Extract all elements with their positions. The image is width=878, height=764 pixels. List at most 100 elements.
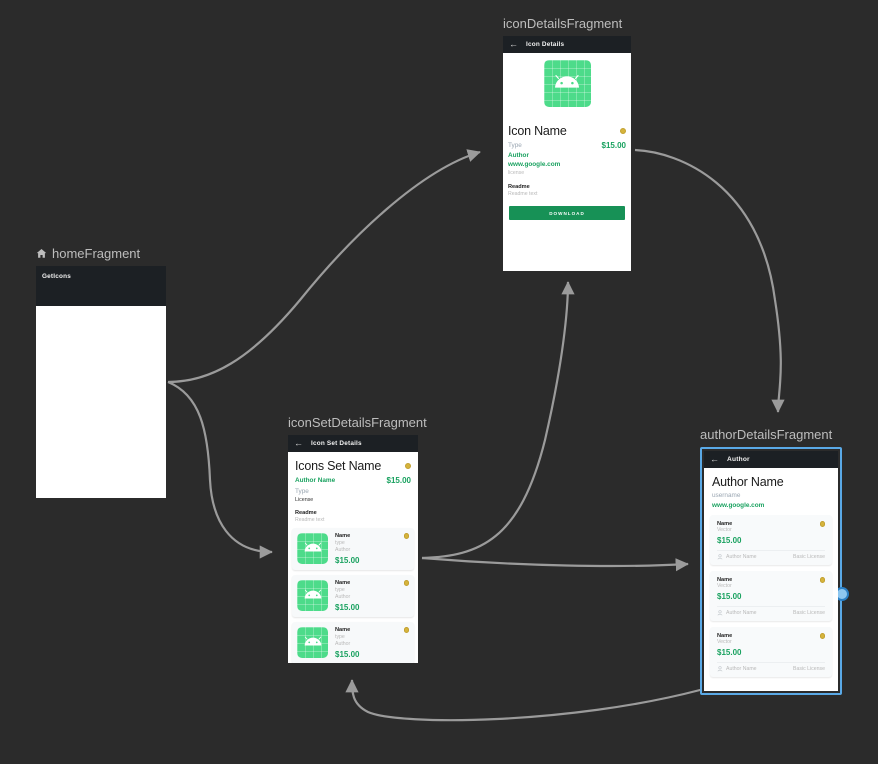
list-item-type: Vector <box>717 527 732 533</box>
iconSetDetailsFragment-screen[interactable]: ← Icon Set Details Icons Set Name Author… <box>288 435 418 663</box>
list-item-meta: Name type Author $15.00 <box>335 627 409 659</box>
list-item-meta: Name type Author $15.00 <box>335 533 409 565</box>
home-content-empty <box>36 306 166 498</box>
icon-details-toolbar: ← Icon Details <box>503 36 631 53</box>
icon-set-toolbar: ← Icon Set Details <box>288 435 418 452</box>
icon-set-toolbar-title: Icon Set Details <box>311 440 362 447</box>
list-item[interactable]: Name Vector $15.00 Author Name Basic Lic… <box>710 627 832 677</box>
node-iconSetDetailsFragment[interactable]: iconSetDetailsFragment ← Icon Set Detail… <box>288 415 427 663</box>
download-button[interactable]: DOWNLOAD <box>509 206 625 220</box>
author-title: Author Name <box>712 475 784 489</box>
list-item[interactable]: Name Vector $15.00 Author Name Basic Lic… <box>710 571 832 621</box>
node-homeFragment[interactable]: homeFragment GetIcons <box>36 246 166 498</box>
homeFragment-label: homeFragment <box>36 246 166 261</box>
arrow-iconSetDetails-to-authorDetails <box>421 556 689 572</box>
list-item-price: $15.00 <box>717 592 742 601</box>
authorDetailsFragment-screen[interactable]: ← Author Author Name username www.google… <box>704 451 838 691</box>
homeFragment-label-text: homeFragment <box>52 246 141 261</box>
selected-node-outline[interactable]: ← Author Author Name username www.google… <box>700 447 849 695</box>
iconSetDetailsFragment-label: iconSetDetailsFragment <box>288 415 427 430</box>
back-arrow-icon[interactable]: ← <box>710 454 719 464</box>
android-icon <box>297 580 328 611</box>
list-item-type: type <box>335 540 345 546</box>
icon-set-header: Icons Set Name Author Name $15.00 Type L… <box>288 452 418 523</box>
home-icon <box>36 248 47 259</box>
icon-type: Type <box>508 142 522 149</box>
list-item[interactable]: Name type Author $15.00 <box>292 575 414 617</box>
icon-set-license: License <box>295 497 314 503</box>
list-item-author: Author <box>335 641 351 647</box>
list-item-top: Name <box>335 627 409 633</box>
icon-set-readme-text: Readme text <box>295 517 325 523</box>
icon-title-row: Icon Name <box>508 124 626 138</box>
iconDetailsFragment-label: iconDetailsFragment <box>503 16 631 31</box>
list-item-type: type <box>335 634 345 640</box>
list-item-author: Author Name <box>726 666 757 672</box>
list-item-footer: Author Name Basic License <box>717 550 825 560</box>
node-iconDetailsFragment[interactable]: iconDetailsFragment ← Icon Details <box>503 16 631 271</box>
arrow-iconDetails-to-authorDetails <box>634 148 785 413</box>
icon-preview-wrap <box>503 53 631 116</box>
icon-price: $15.00 <box>601 141 626 150</box>
icon-author[interactable]: Author <box>508 152 529 159</box>
person-icon <box>717 666 723 672</box>
node-authorDetailsFragment[interactable]: authorDetailsFragment ← Author Author Na… <box>700 427 849 695</box>
list-item-type: Vector <box>717 583 732 589</box>
list-item-top: Name <box>717 633 825 639</box>
list-item-price: $15.00 <box>717 536 742 545</box>
list-item[interactable]: Name Vector $15.00 Author Name Basic Lic… <box>710 515 832 565</box>
premium-badge-icon <box>403 533 409 539</box>
list-item-license: Basic License <box>792 666 825 672</box>
icon-website-link[interactable]: www.google.com <box>508 161 561 168</box>
back-arrow-icon[interactable]: ← <box>509 39 518 49</box>
list-item-type: Vector <box>717 639 732 645</box>
icon-set-readme-heading: Readme <box>295 510 317 516</box>
icon-set-author[interactable]: Author Name <box>295 477 336 484</box>
premium-badge-icon <box>405 463 411 469</box>
author-item-list[interactable]: Name Vector $15.00 Author Name Basic Lic… <box>704 515 838 677</box>
premium-badge-icon <box>819 577 825 583</box>
icon-readme-text: Readme text <box>508 191 538 197</box>
list-item-price: $15.00 <box>335 650 360 659</box>
list-item[interactable]: Name type Author $15.00 <box>292 528 414 570</box>
list-item-footer: Author Name Basic License <box>717 662 825 672</box>
author-toolbar-title: Author <box>727 456 750 463</box>
list-item-meta: Name type Author $15.00 <box>335 580 409 612</box>
icon-readme-heading: Readme <box>508 184 530 190</box>
iconDetailsFragment-label-text: iconDetailsFragment <box>503 16 623 31</box>
icon-set-type: Type <box>295 488 309 495</box>
list-item-author: Author <box>335 594 351 600</box>
list-item-price: $15.00 <box>335 603 360 612</box>
arrow-home-to-iconSetDetails <box>167 380 273 559</box>
list-item-author-wrap: Author Name <box>717 666 757 672</box>
list-item-name: Name <box>335 627 351 633</box>
home-toolbar-title: GetIcons <box>42 273 71 280</box>
author-username: username <box>712 492 741 499</box>
author-header: Author Name username www.google.com <box>704 468 838 515</box>
list-item-license: Basic License <box>792 554 825 560</box>
list-item-name: Name <box>335 580 351 586</box>
list-item-license: Basic License <box>792 610 825 616</box>
authorDetailsFragment-label-text: authorDetailsFragment <box>700 427 833 442</box>
home-toolbar: GetIcons <box>36 266 166 306</box>
android-icon <box>297 627 328 658</box>
list-item-top: Name <box>335 533 409 539</box>
icon-set-item-list[interactable]: Name type Author $15.00 <box>288 523 418 663</box>
list-item-top: Name <box>717 521 825 527</box>
icon-type-row: Type $15.00 <box>508 141 626 150</box>
list-item[interactable]: Name type Author $15.00 <box>292 622 414 663</box>
icon-license: license <box>508 170 525 176</box>
author-website-link[interactable]: www.google.com <box>712 502 765 509</box>
icon-set-title: Icons Set Name <box>295 459 382 473</box>
premium-badge-icon <box>620 128 626 134</box>
homeFragment-screen[interactable]: GetIcons <box>36 266 166 498</box>
back-arrow-icon[interactable]: ← <box>294 438 303 448</box>
iconSetDetailsFragment-label-text: iconSetDetailsFragment <box>288 415 427 430</box>
list-item-author: Author <box>335 547 351 553</box>
iconDetailsFragment-screen[interactable]: ← Icon Details Icon Name <box>503 36 631 271</box>
icon-details-toolbar-title: Icon Details <box>526 41 565 48</box>
author-toolbar: ← Author <box>704 451 838 468</box>
authorDetailsFragment-label: authorDetailsFragment <box>700 427 842 442</box>
icon-set-title-row: Icons Set Name <box>295 459 411 473</box>
